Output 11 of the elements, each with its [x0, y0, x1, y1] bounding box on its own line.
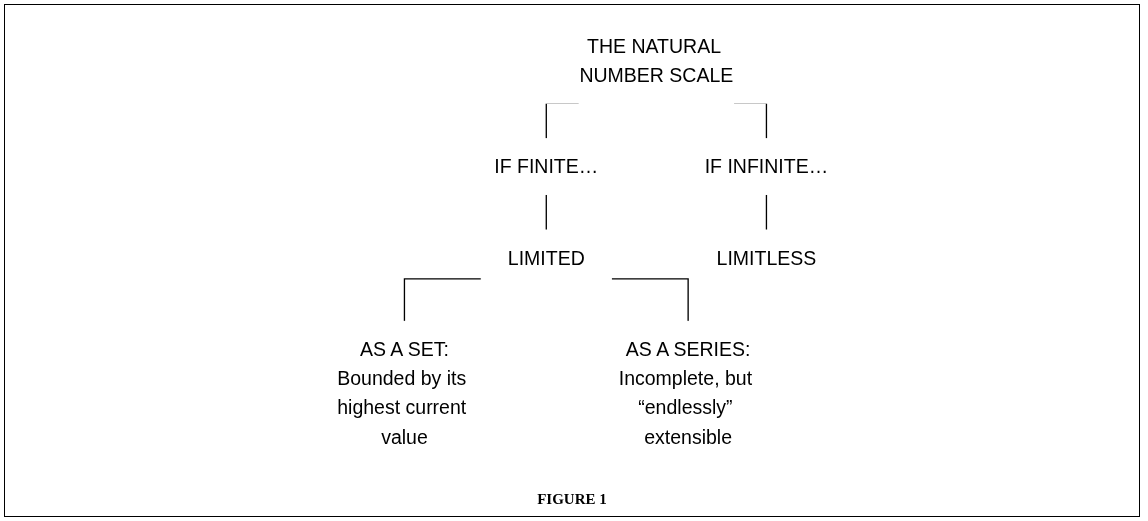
- connector: [545, 193, 547, 231]
- node-text: AS A SET: Bounded by its highest current value: [337, 338, 467, 449]
- node-text: LIMITED: [507, 246, 585, 269]
- node-text: AS A SERIES: Incomplete, but “endlessly” extensible: [618, 338, 753, 449]
- connector: [403, 278, 482, 322]
- connector: [610, 278, 689, 322]
- node-text: IF FINITE…: [494, 155, 599, 178]
- connector: [765, 193, 768, 231]
- figure-caption: FIGURE 1: [537, 491, 607, 507]
- node-text: LIMITLESS: [716, 246, 817, 269]
- node-text: IF INFINITE…: [704, 155, 829, 178]
